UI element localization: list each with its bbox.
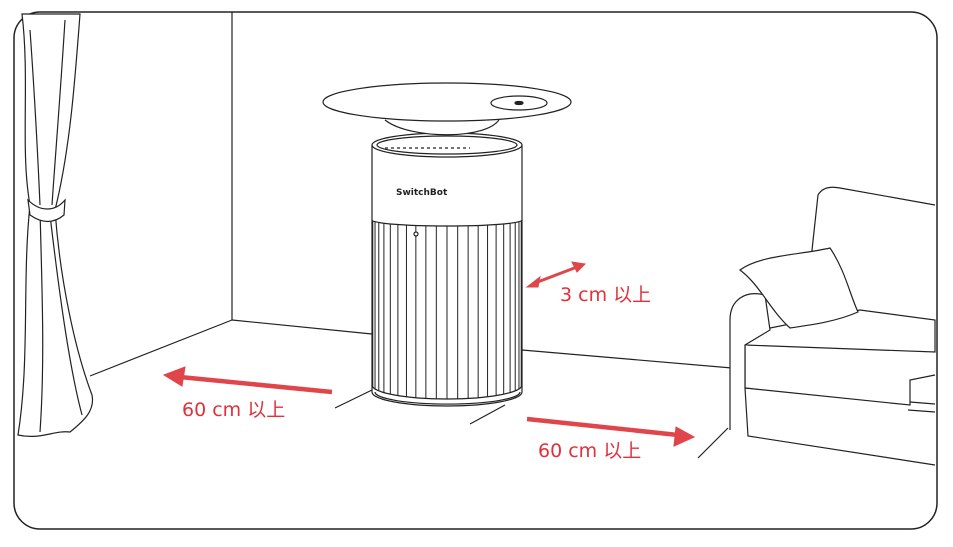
sofa xyxy=(729,186,936,466)
air-purifier xyxy=(322,82,572,407)
left-arrow xyxy=(179,374,333,395)
side-clearance-label: 3 cm 以上 xyxy=(560,284,652,306)
front-clearance-label: 60 cm 以上 xyxy=(538,440,642,462)
purifier-lid xyxy=(322,82,572,122)
side-arrow xyxy=(534,265,578,285)
left-clearance-label: 60 cm 以上 xyxy=(182,399,286,421)
brand-logo: SwitchBot xyxy=(396,188,448,198)
clearance-arrows xyxy=(162,261,696,447)
front-arrow xyxy=(526,416,679,438)
purifier-lid-dome xyxy=(384,117,501,136)
room-walls xyxy=(89,12,733,459)
curtain xyxy=(17,13,94,437)
